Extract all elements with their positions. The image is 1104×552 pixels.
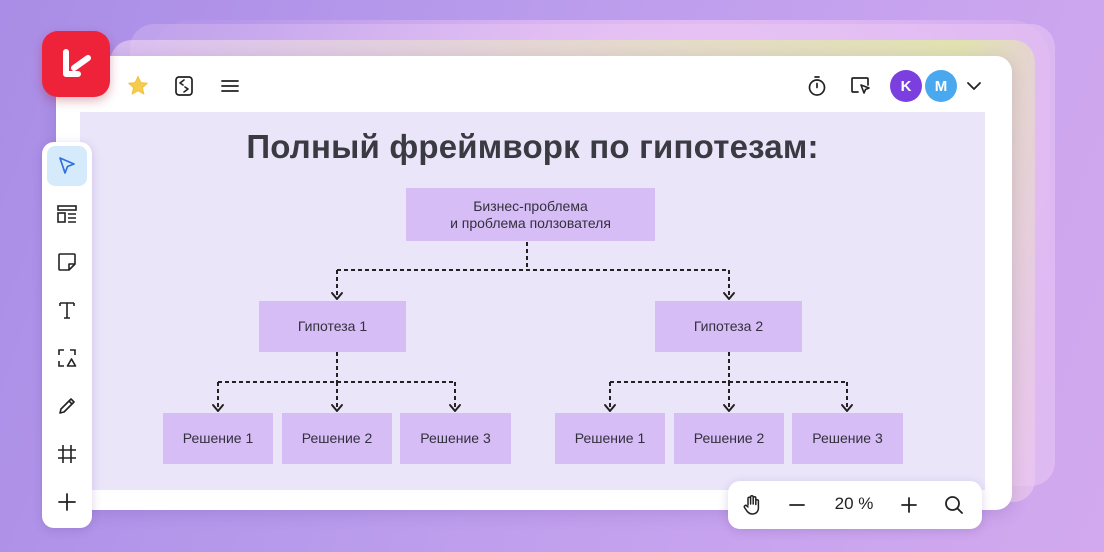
node-root-problem[interactable]: Бизнес-проблема и проблема ползователя — [406, 188, 655, 241]
arrow-head — [331, 404, 343, 412]
presentation-button[interactable] — [846, 72, 874, 100]
node-label: Решение 2 — [301, 430, 373, 446]
add-tool[interactable] — [47, 482, 87, 522]
pen-icon — [59, 398, 75, 414]
shapes-icon — [58, 349, 77, 367]
zoom-in-button[interactable] — [895, 491, 923, 519]
node-label: Решение 1 — [574, 430, 646, 446]
timer-icon — [808, 76, 826, 96]
hand-icon — [743, 495, 760, 515]
users-dropdown-button[interactable] — [960, 72, 988, 100]
star-icon — [128, 76, 148, 95]
node-solution-2-1[interactable]: Решение 1 — [555, 413, 665, 464]
avatar-initial: M — [934, 77, 948, 95]
node-label: Решение 3 — [812, 430, 883, 446]
search-icon — [945, 496, 963, 514]
node-solution-2-3[interactable]: Решение 3 — [792, 413, 903, 464]
arrow-head — [723, 292, 735, 300]
avatar-m[interactable]: M — [925, 70, 957, 102]
node-solution-1-2[interactable]: Решение 2 — [282, 413, 392, 464]
node-label: Гипотеза 1 — [297, 318, 368, 334]
sticky-note-icon — [58, 253, 76, 271]
node-hypothesis-2[interactable]: Гипотеза 2 — [655, 301, 802, 352]
favorite-button[interactable] — [124, 72, 152, 100]
arrow-head — [604, 404, 616, 412]
zoom-toolbar: 20 % — [728, 481, 982, 529]
arrow-head — [212, 404, 224, 412]
plus-icon — [901, 497, 917, 513]
zoom-level[interactable]: 20 % — [834, 494, 874, 513]
tools-toolbar — [42, 142, 92, 528]
node-label: Гипотеза 2 — [693, 318, 764, 334]
node-label: Бизнес-проблема и проблема ползователя — [450, 197, 611, 231]
select-cursor-icon — [59, 157, 75, 174]
zoom-out-button[interactable] — [783, 491, 811, 519]
text-icon — [59, 302, 75, 319]
add-icon — [58, 493, 76, 511]
node-hypothesis-1[interactable]: Гипотеза 1 — [259, 301, 406, 352]
node-label: Решение 1 — [182, 430, 254, 446]
menu-icon — [221, 80, 239, 92]
chevron-down-icon — [967, 82, 981, 90]
templates-tool[interactable] — [47, 194, 87, 234]
templates-icon — [57, 205, 77, 223]
arrow-head — [841, 404, 853, 412]
shapes-tool[interactable] — [47, 338, 87, 378]
node-solution-1-1[interactable]: Решение 1 — [163, 413, 273, 464]
node-solution-1-3[interactable]: Решение 3 — [400, 413, 511, 464]
minus-icon — [789, 504, 805, 506]
frame-swap-icon — [175, 76, 193, 96]
node-label: Решение 3 — [420, 430, 491, 446]
app-logo[interactable] — [42, 31, 110, 97]
avatar-initial: K — [900, 77, 912, 95]
node-solution-2-2[interactable]: Решение 2 — [674, 413, 784, 464]
pen-tool[interactable] — [47, 386, 87, 426]
present-icon — [851, 77, 870, 94]
frame-icon — [58, 445, 76, 463]
logo-icon — [63, 49, 91, 77]
sticky-note-tool[interactable] — [47, 242, 87, 282]
board-title: Полный фреймворк по гипотезам: — [246, 128, 819, 165]
arrow-head — [723, 404, 735, 412]
text-tool[interactable] — [47, 290, 87, 330]
pan-button[interactable] — [738, 491, 766, 519]
avatar-k[interactable]: K — [890, 70, 922, 102]
node-label: Решение 2 — [693, 430, 765, 446]
main-menu-button[interactable] — [216, 72, 244, 100]
search-button[interactable] — [940, 491, 968, 519]
arrow-head — [449, 404, 461, 412]
switch-board-button[interactable] — [170, 72, 198, 100]
frame-tool[interactable] — [47, 434, 87, 474]
arrow-head — [331, 292, 343, 300]
select-tool[interactable] — [47, 146, 87, 186]
timer-button[interactable] — [803, 72, 831, 100]
